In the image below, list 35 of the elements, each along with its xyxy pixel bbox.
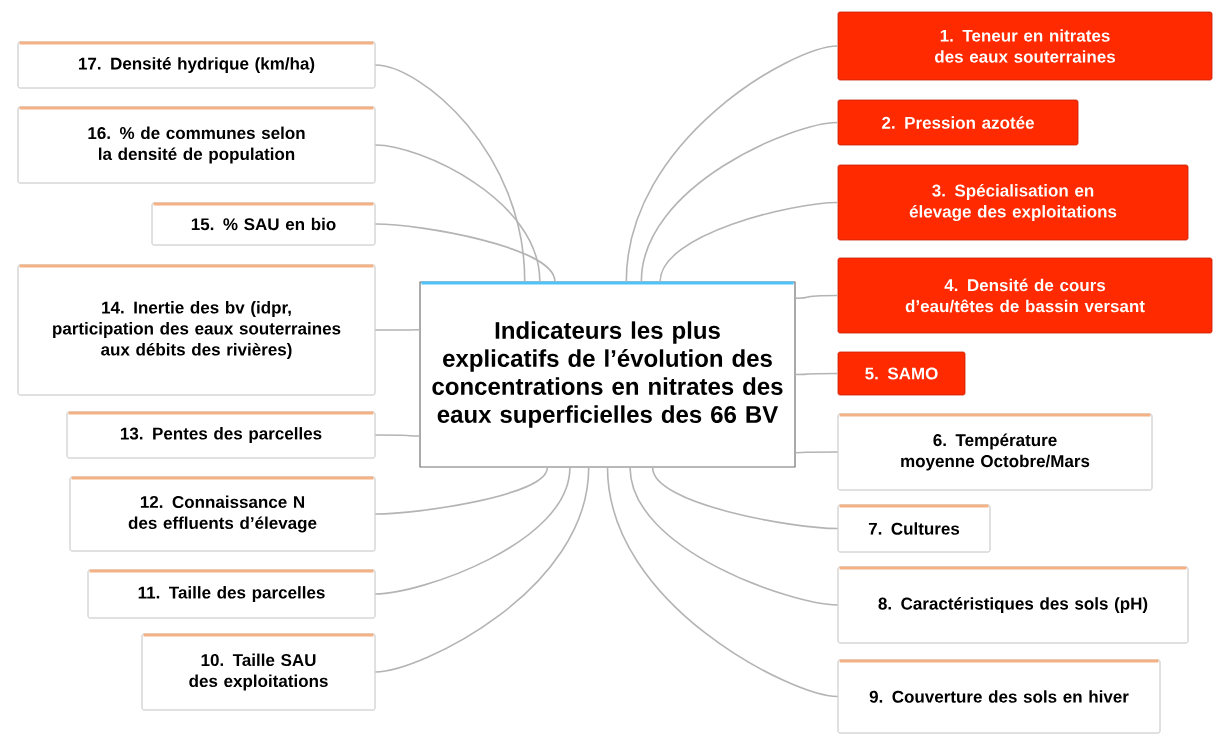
indicator-box: 10. Taille SAU des exploitations (141, 633, 376, 711)
indicator-box: 5. SAMO (837, 351, 966, 396)
indicator-box: 4. Densité de cours d’eau/têtes de bassin versant (837, 257, 1213, 334)
connector-line (374, 466, 590, 673)
indicator-box: 14. Inertie des bv (idpr, participation des eaux souterraines aux débits des rivières) (17, 264, 376, 396)
connector-line (606, 466, 839, 698)
indicator-box: 9. Couverture des sols en hiver (837, 659, 1161, 734)
connector-line (794, 294, 839, 299)
indicator-box: 12. Connaissance N des effluents d’élevage (69, 476, 376, 552)
indicator-box: 8. Caractéristiques des sols (pH) (837, 566, 1189, 644)
indicator-box: 7. Cultures (837, 504, 991, 553)
connector-line (629, 466, 839, 606)
connector-line (374, 223, 556, 283)
indicator-box: 1. Teneur en nitrates des eaux souterraines (837, 11, 1213, 81)
connector-line (374, 466, 571, 595)
connector-line (374, 434, 421, 437)
central-topic-box: Indicateurs les plus explicatifs de l’évolution des concentrations en nitrates des eaux superficielles des 66 BV (419, 281, 796, 468)
connector-line (794, 451, 839, 454)
indicator-box: 15. % SAU en bio (151, 202, 376, 246)
connector-line (794, 372, 839, 376)
connector-line (374, 329, 421, 331)
connector-line (659, 201, 839, 283)
connector-line (374, 64, 526, 283)
indicator-box: 17. Densité hydrique (km/ha) (17, 41, 376, 89)
indicator-box: 16. % de communes selon la densité de population (17, 106, 376, 184)
connector-line (640, 121, 839, 283)
connector-line (374, 466, 549, 515)
connector-line (625, 45, 839, 283)
indicator-box: 13. Pentes des parcelles (66, 411, 376, 459)
indicator-box: 6. Température moyenne Octobre/Mars (837, 413, 1153, 491)
indicator-box: 11. Taille des parcelles (87, 569, 376, 619)
connector-line (374, 144, 541, 283)
indicator-box: 3. Spécialisation en élevage des exploitations (837, 164, 1189, 241)
indicator-box: 2. Pression azotée (837, 99, 1079, 146)
connector-line (651, 466, 839, 530)
